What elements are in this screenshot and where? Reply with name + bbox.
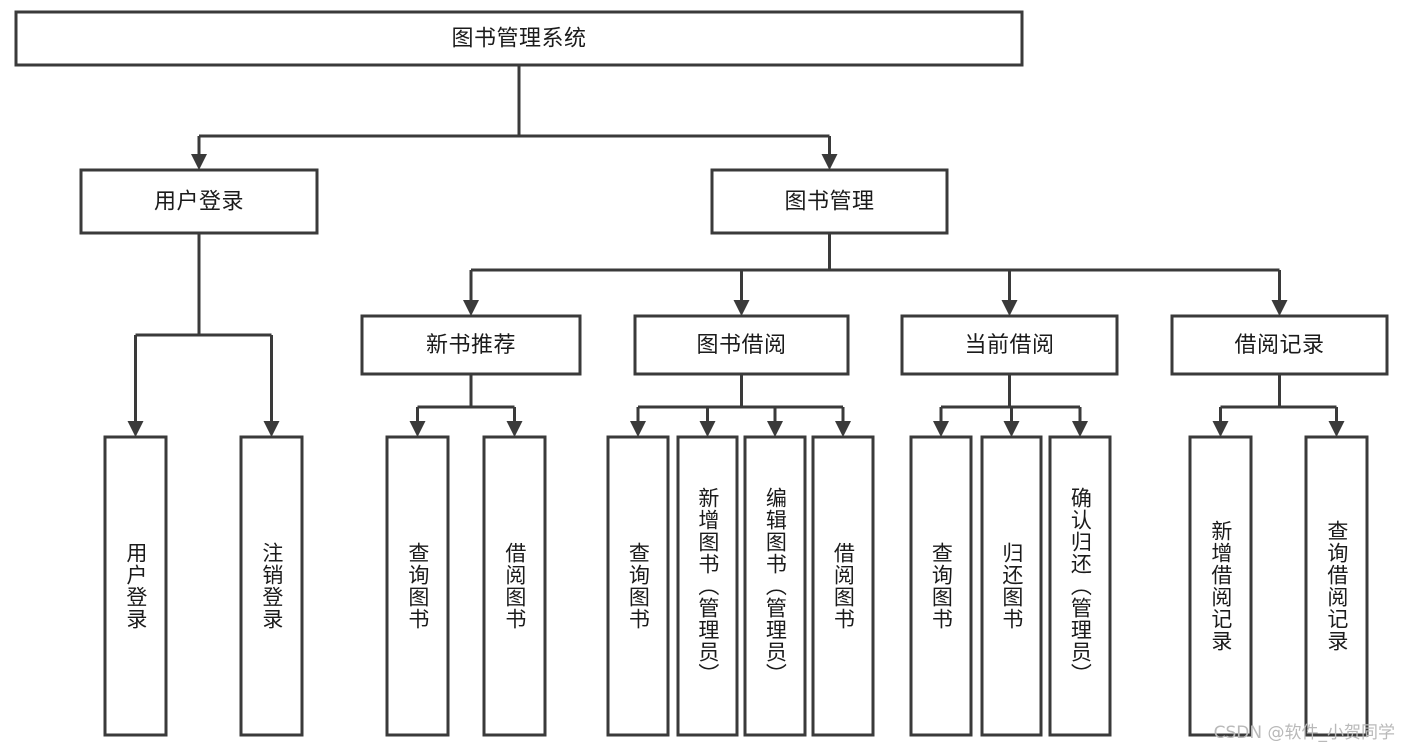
level3-3-to-leaves-arrow-1-head-icon xyxy=(1328,421,1345,437)
node-label: 当前借阅 xyxy=(964,333,1054,358)
node-level3-图书借阅[interactable]: 图书借阅 xyxy=(633,314,850,376)
book-mgmt-to-level3-arrow-2-head-icon xyxy=(1001,300,1018,316)
book-mgmt-to-level3-arrow-1-head-icon xyxy=(733,300,750,316)
node-level3-当前借阅[interactable]: 当前借阅 xyxy=(900,314,1119,376)
node-label: 用户登录 xyxy=(154,190,244,215)
level3-1-to-leaves-arrow-2-head-icon xyxy=(767,421,783,437)
book-mgmt-to-level3-arrow-3-head-icon xyxy=(1271,300,1288,316)
root-to-level2-arrow-0-head-icon xyxy=(191,154,207,170)
level3-1-to-leaves-arrow-0-head-icon xyxy=(630,421,646,437)
node-leaf-11[interactable] xyxy=(1188,435,1253,737)
level3-2-to-leaves-arrow-1-head-icon xyxy=(1003,421,1020,437)
node-leaf-1[interactable] xyxy=(239,435,304,737)
node-label: 图书管理 xyxy=(784,190,874,215)
level3-2-to-leaves-arrow-2-head-icon xyxy=(1072,421,1088,437)
node-leaf-0[interactable] xyxy=(103,435,168,737)
node-leaf-9[interactable] xyxy=(980,435,1043,737)
node-leaf-12[interactable] xyxy=(1304,435,1369,737)
node-leaf-4[interactable] xyxy=(606,435,670,737)
node-label: 图书借阅 xyxy=(696,333,786,358)
level3-2-to-leaves-arrow-0-head-icon xyxy=(933,421,949,437)
node-label: 新书推荐 xyxy=(426,333,516,358)
node-leaf-2[interactable] xyxy=(385,435,450,737)
node-root-图书管理系统[interactable]: 图书管理系统 xyxy=(14,10,1024,67)
book-mgmt-to-level3-arrow-0-head-icon xyxy=(463,300,479,316)
node-level3-借阅记录[interactable]: 借阅记录 xyxy=(1170,314,1389,376)
csdn-watermark: CSDN @软件_小贺同学 xyxy=(1213,723,1395,743)
user-login-to-leaves-arrow-0-head-icon xyxy=(127,421,144,437)
node-label: 借阅记录 xyxy=(1234,333,1324,358)
node-leaf-3[interactable] xyxy=(482,435,547,737)
node-leaf-6[interactable] xyxy=(743,435,807,737)
level3-1-to-leaves-arrow-3-head-icon xyxy=(835,421,851,437)
root-to-level2-arrow-1-head-icon xyxy=(821,154,838,170)
node-level2-用户登录[interactable]: 用户登录 xyxy=(79,168,319,235)
level3-0-to-leaves-arrow-1-head-icon xyxy=(506,421,523,437)
level3-1-to-leaves-arrow-1-head-icon xyxy=(699,421,716,437)
connector-lines-layer xyxy=(127,65,1345,437)
node-level2-图书管理[interactable]: 图书管理 xyxy=(710,168,949,235)
level3-3-to-leaves-arrow-0-head-icon xyxy=(1212,421,1229,437)
user-login-to-leaves-arrow-1-head-icon xyxy=(263,421,280,437)
node-leaf-10[interactable] xyxy=(1048,435,1112,737)
node-leaf-5[interactable] xyxy=(676,435,739,737)
node-level3-新书推荐[interactable]: 新书推荐 xyxy=(360,314,582,376)
level3-0-to-leaves-arrow-0-head-icon xyxy=(409,421,426,437)
node-leaf-8[interactable] xyxy=(909,435,973,737)
node-leaf-7[interactable] xyxy=(811,435,875,737)
node-label: 图书管理系统 xyxy=(451,27,586,52)
